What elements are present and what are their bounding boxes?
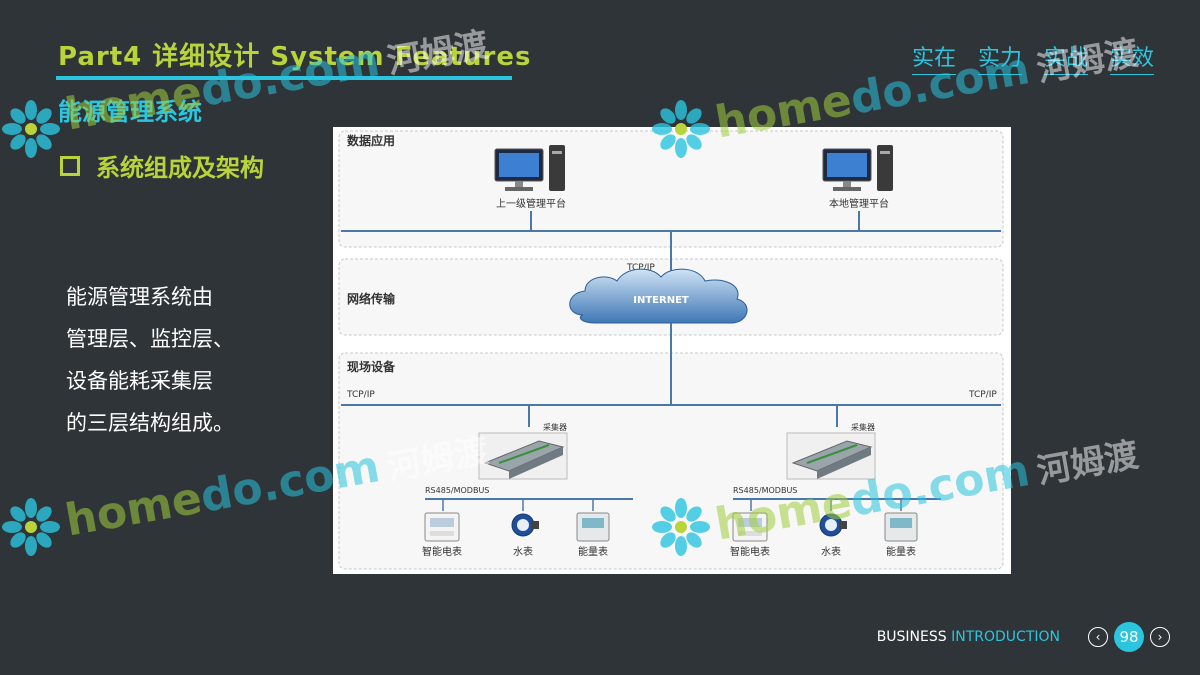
cloud-icon bbox=[569, 268, 748, 324]
platform-label-local: 本地管理平台 bbox=[829, 197, 889, 210]
collector-device-icon bbox=[786, 432, 876, 480]
protocol-label-tcpip-left: TCP/IP bbox=[346, 390, 375, 400]
section-subtitle: 能源管理系统 bbox=[58, 98, 202, 126]
protocol-label-tcpip-top: TCP/IP bbox=[626, 263, 655, 273]
device-label: 水表 bbox=[513, 545, 533, 558]
tagline-item[interactable]: 实在 bbox=[911, 40, 956, 75]
body-line: 的三层结构组成。 bbox=[66, 411, 234, 435]
desktop-computer-icon bbox=[822, 145, 893, 191]
footer-business: BUSINESS bbox=[876, 629, 947, 645]
device-label: 能量表 bbox=[578, 545, 608, 558]
device-label: 能量表 bbox=[886, 545, 916, 558]
chevron-right-icon[interactable]: › bbox=[1150, 627, 1170, 647]
bullet-heading: 系统组成及架构 bbox=[60, 148, 264, 183]
body-line: 能源管理系统由 bbox=[66, 285, 213, 309]
device-label: 水表 bbox=[821, 545, 841, 558]
body-line: 管理层、监控层、 bbox=[66, 327, 234, 351]
bullet-square-icon bbox=[60, 155, 80, 176]
protocol-label-tcpip-right: TCP/IP bbox=[968, 390, 997, 400]
layer-label-data-app: 数据应用 bbox=[347, 133, 395, 148]
layer-label-field: 现场设备 bbox=[347, 359, 396, 374]
water-meter-icon bbox=[819, 513, 847, 537]
energy-meter-icon bbox=[884, 512, 918, 542]
body-paragraph: 能源管理系统由 管理层、监控层、 设备能耗采集层 的三层结构组成。 bbox=[66, 276, 286, 444]
tagline: 实在 实力 实战 实效 bbox=[911, 40, 1154, 75]
desktop-computer-icon bbox=[494, 145, 565, 191]
bus-label-left: RS485/MODBUS bbox=[425, 486, 489, 495]
platform-label-upper: 上一级管理平台 bbox=[496, 197, 566, 210]
architecture-diagram: 数据应用 网络传输 现场设备 上一级管理平台 本地管理平台 TCP/IP bbox=[333, 127, 1011, 574]
electric-meter-icon bbox=[732, 512, 768, 542]
water-meter-icon bbox=[511, 513, 539, 537]
device-label: 智能电表 bbox=[422, 545, 462, 558]
bus-label-right: RS485/MODBUS bbox=[733, 486, 797, 495]
body-line: 设备能耗采集层 bbox=[66, 369, 213, 393]
electric-meter-icon bbox=[424, 512, 460, 542]
watermark-flower-icon bbox=[2, 100, 60, 158]
collector-device-icon bbox=[478, 432, 568, 480]
internet-label: INTERNET bbox=[633, 295, 689, 306]
layer-label-network: 网络传输 bbox=[347, 291, 396, 306]
collector-label-right: 采集器 bbox=[851, 422, 875, 432]
energy-meter-icon bbox=[576, 512, 610, 542]
bullet-heading-text: 系统组成及架构 bbox=[96, 154, 264, 182]
architecture-diagram-svg: 数据应用 网络传输 现场设备 上一级管理平台 本地管理平台 TCP/IP bbox=[338, 130, 1004, 570]
pager: ‹ 98 › bbox=[1088, 622, 1170, 652]
footer-introduction: INTRODUCTION bbox=[951, 629, 1060, 645]
page-number: 98 bbox=[1114, 622, 1144, 652]
page-title: Part4 详细设计 System Features bbox=[58, 42, 532, 72]
tagline-item[interactable]: 实效 bbox=[1109, 40, 1154, 75]
collector-label-left: 采集器 bbox=[543, 422, 567, 432]
watermark-flower-icon bbox=[2, 498, 60, 556]
tagline-item[interactable]: 实战 bbox=[1043, 40, 1088, 75]
footer-caption: BUSINESS INTRODUCTION bbox=[877, 629, 1060, 645]
layer-box-data-app bbox=[338, 130, 1004, 248]
chevron-left-icon[interactable]: ‹ bbox=[1088, 627, 1108, 647]
title-underline bbox=[56, 76, 512, 80]
device-label: 智能电表 bbox=[730, 545, 770, 558]
tagline-item[interactable]: 实力 bbox=[977, 40, 1022, 75]
